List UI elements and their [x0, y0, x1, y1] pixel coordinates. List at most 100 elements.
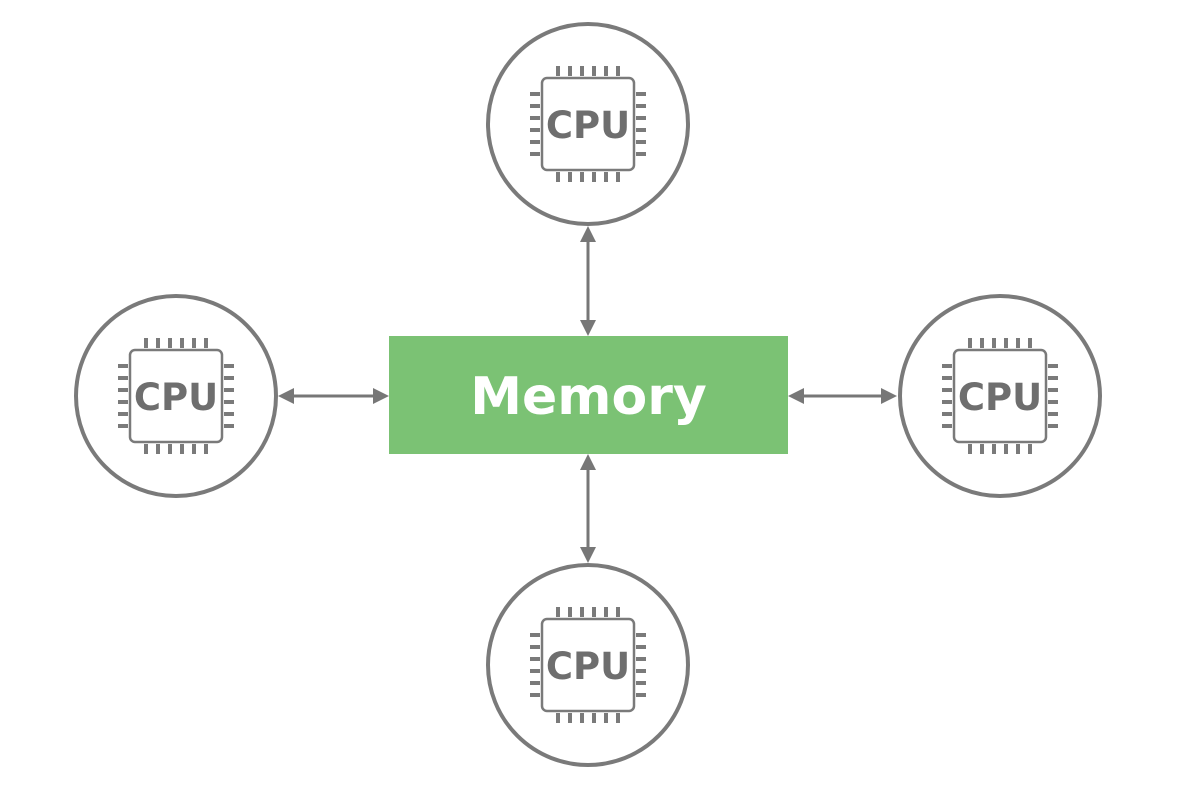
chip-pin	[636, 128, 646, 132]
chip-pin	[616, 607, 620, 617]
connector-left	[278, 388, 389, 404]
chip-pin	[192, 444, 196, 454]
chip-pin	[942, 400, 952, 404]
chip-pin	[144, 338, 148, 348]
chip-pin	[636, 152, 646, 156]
cpu-node-top: CPU	[486, 22, 690, 226]
chip-pin	[180, 444, 184, 454]
chip-pin	[968, 444, 972, 454]
chip-pin	[224, 388, 234, 392]
cpu-node-left: CPU	[74, 294, 278, 498]
chip-pin	[616, 66, 620, 76]
chip-pin	[204, 444, 208, 454]
chip-pin	[168, 338, 172, 348]
chip-pin	[580, 172, 584, 182]
chip-pin	[968, 338, 972, 348]
chip-pin	[636, 645, 646, 649]
chip-pin	[1048, 376, 1058, 380]
chip-pin	[592, 66, 596, 76]
chip-pin	[1016, 338, 1020, 348]
chip-pin	[616, 172, 620, 182]
chip-body	[540, 617, 636, 713]
connector-right	[788, 388, 897, 404]
chip-pin	[118, 424, 128, 428]
chip-pin	[192, 338, 196, 348]
chip-pin	[604, 607, 608, 617]
chip-pin	[204, 338, 208, 348]
chip-pin	[144, 444, 148, 454]
chip-pin	[1048, 412, 1058, 416]
chip-pin	[168, 444, 172, 454]
cpu-node-bottom: CPU	[486, 563, 690, 767]
chip-pin	[156, 444, 160, 454]
chip-pin	[1004, 338, 1008, 348]
chip-pin	[530, 152, 540, 156]
chip-pin	[1028, 444, 1032, 454]
chip-pin	[1048, 388, 1058, 392]
chip-pin	[530, 657, 540, 661]
memory-label: Memory	[470, 367, 706, 427]
chip-pin	[118, 400, 128, 404]
chip-pin	[580, 607, 584, 617]
chip-pin	[556, 66, 560, 76]
chip-pin	[604, 66, 608, 76]
chip-pin	[224, 400, 234, 404]
cpu-chip-icon	[530, 66, 646, 182]
chip-body	[128, 348, 224, 444]
chip-body	[952, 348, 1048, 444]
connector-bottom	[580, 454, 596, 563]
chip-pin	[604, 713, 608, 723]
chip-pin	[568, 172, 572, 182]
chip-pin	[636, 140, 646, 144]
chip-pin	[580, 713, 584, 723]
chip-pin	[1028, 338, 1032, 348]
chip-pin	[530, 128, 540, 132]
chip-pin	[980, 338, 984, 348]
chip-pin	[580, 66, 584, 76]
chip-pin	[224, 424, 234, 428]
chip-pin	[530, 140, 540, 144]
chip-pin	[942, 412, 952, 416]
chip-pin	[592, 713, 596, 723]
chip-pin	[942, 376, 952, 380]
chip-pin	[530, 633, 540, 637]
connector-top	[580, 226, 596, 336]
chip-pin	[118, 388, 128, 392]
chip-pin	[616, 713, 620, 723]
chip-pin	[224, 364, 234, 368]
chip-pin	[636, 104, 646, 108]
chip-pin	[942, 364, 952, 368]
chip-pin	[636, 669, 646, 673]
chip-pin	[1048, 400, 1058, 404]
cpu-chip-icon	[118, 338, 234, 454]
chip-pin	[556, 713, 560, 723]
chip-pin	[224, 412, 234, 416]
chip-pin	[992, 444, 996, 454]
memory-block: Memory	[389, 336, 788, 454]
cpu-node-right: CPU	[898, 294, 1102, 498]
chip-pin	[604, 172, 608, 182]
chip-pin	[1016, 444, 1020, 454]
chip-pin	[1048, 364, 1058, 368]
chip-pin	[530, 116, 540, 120]
chip-pin	[568, 66, 572, 76]
chip-pin	[568, 713, 572, 723]
chip-pin	[118, 412, 128, 416]
chip-pin	[592, 607, 596, 617]
chip-pin	[636, 657, 646, 661]
cpu-label: CPU	[546, 104, 630, 147]
chip-pin	[530, 104, 540, 108]
chip-pin	[636, 116, 646, 120]
chip-pin	[1048, 424, 1058, 428]
cpu-label: CPU	[134, 376, 218, 419]
chip-pin	[156, 338, 160, 348]
chip-pin	[224, 376, 234, 380]
chip-pin	[980, 444, 984, 454]
chip-pin	[118, 376, 128, 380]
chip-pin	[592, 172, 596, 182]
chip-pin	[636, 633, 646, 637]
chip-pin	[942, 424, 952, 428]
chip-pin	[556, 172, 560, 182]
chip-pin	[118, 364, 128, 368]
